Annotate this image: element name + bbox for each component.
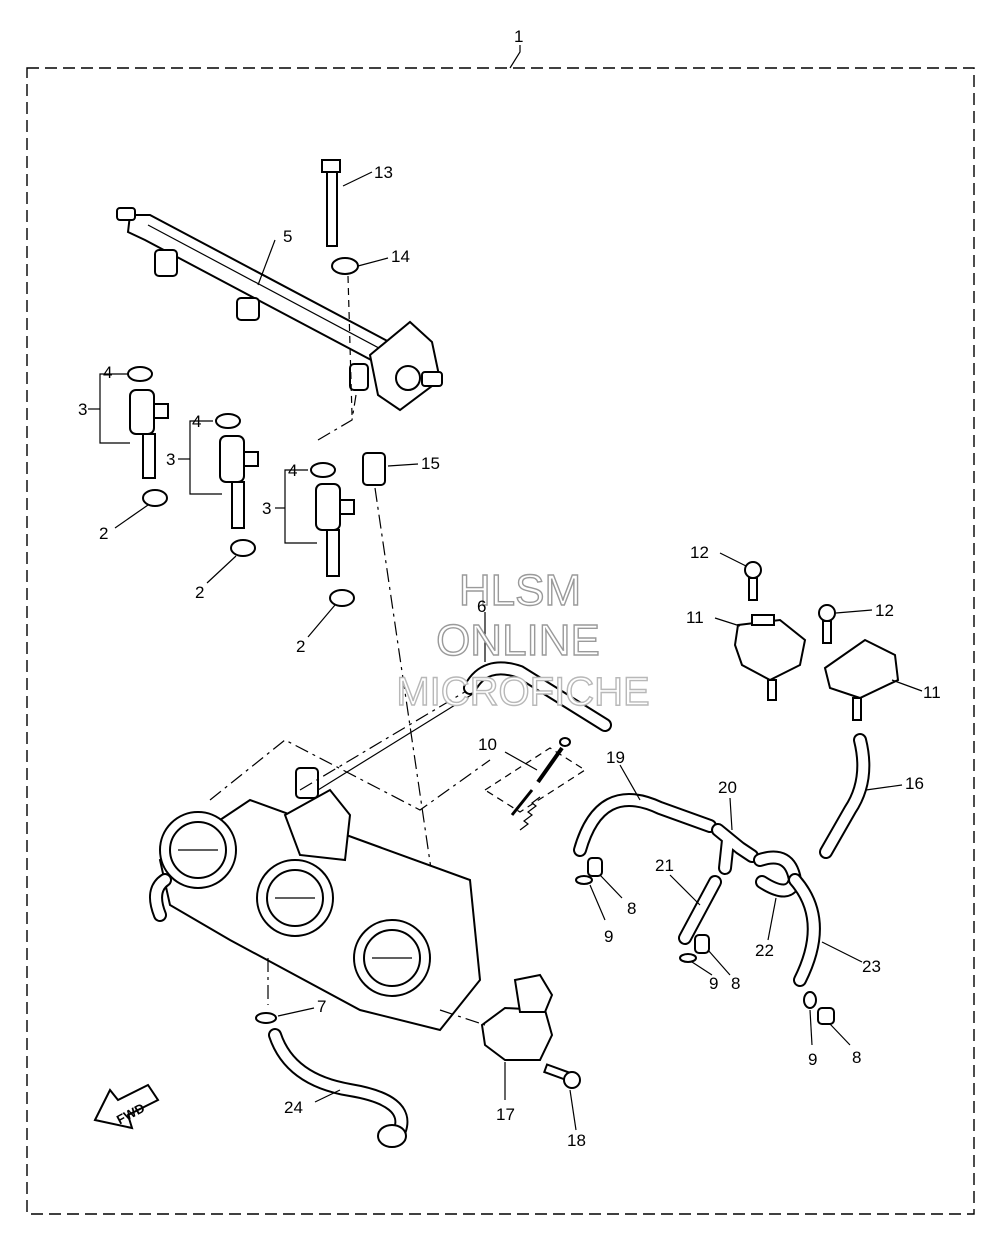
callout-2-left: 2 [99, 524, 108, 543]
sensor-11-left[interactable] [733, 614, 807, 701]
throttle-position-sensor-17[interactable] [480, 973, 554, 1061]
callout-3-left: 3 [78, 400, 87, 419]
watermark-line-1: HLSM [459, 566, 581, 615]
callout-16: 16 [905, 774, 924, 793]
callout-3-right: 3 [262, 499, 271, 518]
cap-8-b[interactable] [694, 934, 710, 954]
throttle-body[interactable] [149, 767, 482, 1032]
callout-4-left: 4 [103, 363, 112, 382]
bracket-middle [189, 420, 222, 495]
callout-11-left: 11 [686, 608, 704, 627]
bracket-right [284, 469, 317, 544]
cap-8-a[interactable] [587, 857, 603, 877]
callout-8-b: 8 [731, 974, 740, 993]
callout-7: 7 [317, 997, 326, 1016]
fwd-arrow-icon: FWD [93, 1083, 160, 1130]
bolt-13[interactable] [321, 159, 341, 247]
callout-4-right: 4 [288, 461, 297, 480]
callout-22: 22 [755, 941, 774, 960]
injector-axis [317, 394, 357, 441]
watermark-line-3: MICROFICHE [396, 670, 649, 714]
callout-24: 24 [284, 1098, 303, 1117]
screw-12-left[interactable] [744, 561, 762, 601]
assembly-boundary [26, 67, 975, 1215]
watermark-line-2: ONLINE [436, 616, 600, 665]
callout-2-middle: 2 [195, 583, 204, 602]
callout-9-b: 9 [709, 974, 718, 993]
callout-12-left: 12 [690, 543, 709, 562]
callout-8-a: 8 [627, 899, 636, 918]
callout-4-middle: 4 [192, 412, 201, 431]
callout-5: 5 [283, 227, 292, 246]
callout-3-middle: 3 [166, 450, 175, 469]
callout-1: 1 [514, 27, 523, 46]
clip-9-b[interactable] [679, 953, 697, 963]
callout-14: 14 [391, 247, 410, 266]
clip-7[interactable] [255, 1012, 277, 1024]
callout-23: 23 [862, 957, 881, 976]
callout-20: 20 [718, 778, 737, 797]
assembly-leader [509, 45, 521, 69]
injector-middle[interactable] [215, 413, 259, 557]
callout-11-right: 11 [923, 683, 941, 702]
injector-left[interactable] [127, 366, 169, 507]
callout-18: 18 [567, 1131, 586, 1150]
screw-18[interactable] [543, 1063, 581, 1089]
callout-17: 17 [496, 1105, 515, 1124]
callout-12-right: 12 [875, 601, 894, 620]
joint-20[interactable] [711, 823, 759, 875]
cap-8-c[interactable] [817, 1007, 835, 1025]
bracket-left [99, 373, 130, 444]
callout-21: 21 [655, 856, 674, 875]
throttle-axis-b [299, 689, 469, 791]
watermark: HLSM ONLINE MICROFICHE [396, 565, 651, 714]
callout-9-a: 9 [604, 927, 613, 946]
callout-13: 13 [374, 163, 393, 182]
callout-15: 15 [421, 454, 440, 473]
sensor-11-right[interactable] [823, 638, 900, 721]
callout-9-c: 9 [808, 1050, 817, 1069]
washer-14[interactable] [331, 257, 359, 275]
collar-axis [374, 487, 441, 931]
callout-19: 19 [606, 748, 625, 767]
fuel-rail[interactable] [116, 207, 443, 412]
screw-12-right[interactable] [818, 604, 836, 644]
collar-15[interactable] [362, 452, 386, 486]
injector-right[interactable] [310, 462, 355, 607]
callout-6: 6 [477, 597, 486, 616]
throttle-axis-a [209, 739, 491, 811]
callout-10: 10 [478, 735, 497, 754]
clip-9-a[interactable] [575, 875, 593, 885]
callout-8-c: 8 [852, 1048, 861, 1067]
screw-group-box [483, 747, 587, 813]
clip-9-c[interactable] [803, 991, 817, 1009]
idle-screw[interactable] [510, 737, 571, 831]
callout-2-right: 2 [296, 637, 305, 656]
